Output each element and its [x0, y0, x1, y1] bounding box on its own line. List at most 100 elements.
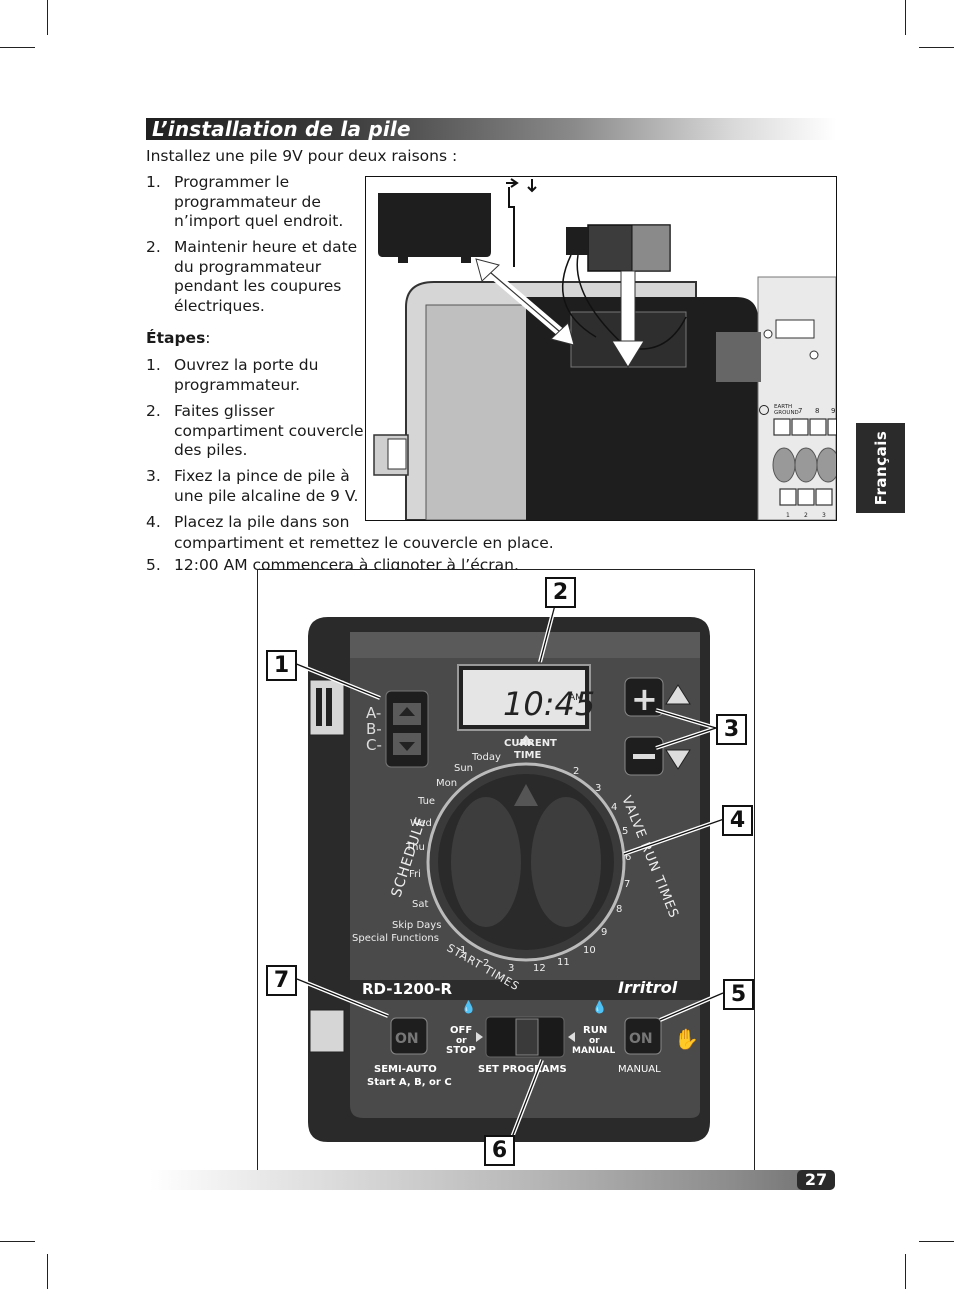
reason-line: programmateur de	[174, 192, 321, 211]
terminal-label: 1	[786, 512, 790, 519]
valve-number: 7	[624, 879, 630, 890]
abc-label-c: C-	[366, 736, 382, 754]
step-number: 3.	[146, 467, 161, 485]
step-line: programmateur.	[174, 375, 301, 394]
manual-on-button: ON	[629, 1031, 653, 1047]
crop-mark	[47, 0, 48, 35]
crop-mark	[905, 1254, 906, 1289]
start-number: 2	[483, 958, 489, 969]
or-label: or	[589, 1036, 600, 1046]
step-line: Faites glisser	[174, 402, 275, 420]
callout-6: 6	[484, 1135, 515, 1166]
step-line: Placez la pile dans son	[174, 513, 350, 531]
day-label: Today	[471, 752, 501, 763]
off-label: OFF	[450, 1025, 472, 1036]
step-line: une pile alcaline de 9 V.	[174, 486, 359, 505]
run-label: RUN	[583, 1025, 607, 1036]
reason-line: n’import quel endroit.	[174, 212, 344, 230]
manual-mode-label: MANUAL	[618, 1064, 661, 1075]
valve-number: 10	[583, 945, 596, 956]
crop-mark	[0, 1241, 35, 1242]
reason-number: 1.	[146, 173, 161, 191]
callout-2: 2	[545, 577, 576, 608]
step-line: Fixez la pince de pile à	[174, 467, 350, 485]
step-number: 1.	[146, 356, 161, 374]
day-label: Special Functions	[352, 933, 439, 944]
drop-icon: 💧	[461, 1000, 476, 1014]
start-number: 3	[508, 963, 514, 974]
reason-line: Maintenir heure et date	[174, 238, 358, 256]
valve-number: 5	[622, 826, 628, 837]
callout-1: 1	[266, 650, 297, 681]
day-label: Sun	[454, 763, 473, 774]
display-time: 10:45	[503, 685, 595, 723]
abc-label-b: B-	[366, 720, 382, 738]
section-title: L’installation de la pile	[152, 117, 411, 141]
valve-number: 4	[611, 802, 617, 813]
valve-number: 6	[625, 852, 631, 863]
controller-diagram: 10:45 AM A- B- C- + CURRENT TIME Today S…	[293, 604, 725, 1142]
semi-auto-sub-label: Start A, B, or C	[367, 1077, 452, 1088]
section-title-bar: L’installation de la pile	[146, 117, 836, 141]
crop-mark	[47, 1254, 48, 1289]
valve-number: 8	[616, 904, 622, 915]
terminal-label: 9	[831, 407, 835, 415]
valve-number: 2	[573, 766, 579, 777]
terminal-label: 2	[804, 512, 808, 519]
reason-number: 2.	[146, 238, 161, 256]
plus-icon: +	[631, 680, 658, 718]
valve-number: 3	[595, 783, 601, 794]
reason-line: pendant les coupures	[174, 277, 342, 295]
current-time-label: TIME	[514, 750, 541, 761]
earth-label: EARTH	[774, 404, 792, 410]
start-number: 1	[460, 945, 466, 956]
crop-mark	[905, 0, 906, 35]
minus-icon	[633, 754, 655, 759]
abc-label-a: A-	[366, 704, 381, 722]
set-programs-label: SET PROGRAMS	[478, 1064, 567, 1075]
drop-icon: 💧	[592, 1000, 607, 1014]
intro-text: Installez une pile 9V pour deux raisons …	[146, 147, 458, 165]
day-label: Skip Days	[392, 920, 441, 931]
page-number: 27	[797, 1170, 835, 1190]
day-label: Mon	[436, 778, 457, 789]
steps-heading: Étapes:	[146, 329, 211, 349]
step-number: 5.	[146, 556, 161, 574]
callout-3: 3	[716, 714, 747, 745]
semi-auto-on-button: ON	[395, 1031, 419, 1047]
current-time-label: CURRENT	[504, 738, 557, 749]
manual-label: MANUAL	[572, 1046, 615, 1056]
footer-bar	[150, 1170, 835, 1190]
language-tab-label: Français	[871, 430, 890, 506]
battery-diagram: EARTH GROUND 7 8 9 1 2 3	[373, 178, 836, 520]
reason-line: du programmateur	[174, 257, 322, 276]
callout-7: 7	[266, 965, 297, 996]
stop-label: STOP	[446, 1045, 476, 1056]
semi-auto-label: SEMI-AUTO	[374, 1064, 437, 1075]
day-label: Thu	[405, 842, 425, 853]
valve-number: 9	[601, 927, 607, 938]
step-line: des piles.	[174, 441, 248, 459]
step-number: 2.	[146, 402, 161, 420]
display-ampm: AM	[569, 693, 583, 703]
step-line: Ouvrez la porte du	[174, 356, 319, 374]
valve-number: 11	[557, 957, 570, 968]
valve-number: 12	[533, 963, 546, 974]
reason-line: électriques.	[174, 296, 265, 315]
day-label: Fri	[409, 869, 421, 880]
step-line: compartiment et remettez le couvercle en…	[174, 533, 554, 552]
terminal-label: 8	[815, 407, 819, 415]
controller-panel-figure: 10:45 AM A- B- C- + CURRENT TIME Today S…	[257, 569, 755, 1184]
step-line: compartiment couvercle	[174, 421, 364, 440]
crop-mark	[0, 47, 35, 48]
step-number: 4.	[146, 513, 161, 531]
or-label: or	[456, 1036, 467, 1046]
hand-icon: ✋	[674, 1027, 699, 1051]
terminal-label: 3	[822, 512, 826, 519]
callout-5: 5	[723, 979, 754, 1010]
day-label: Wed	[410, 818, 432, 829]
language-tab: Français	[856, 423, 905, 513]
steps-colon: :	[205, 329, 211, 347]
brand-logo: Irritrol	[618, 978, 678, 997]
ground-label: GROUND	[774, 410, 799, 416]
